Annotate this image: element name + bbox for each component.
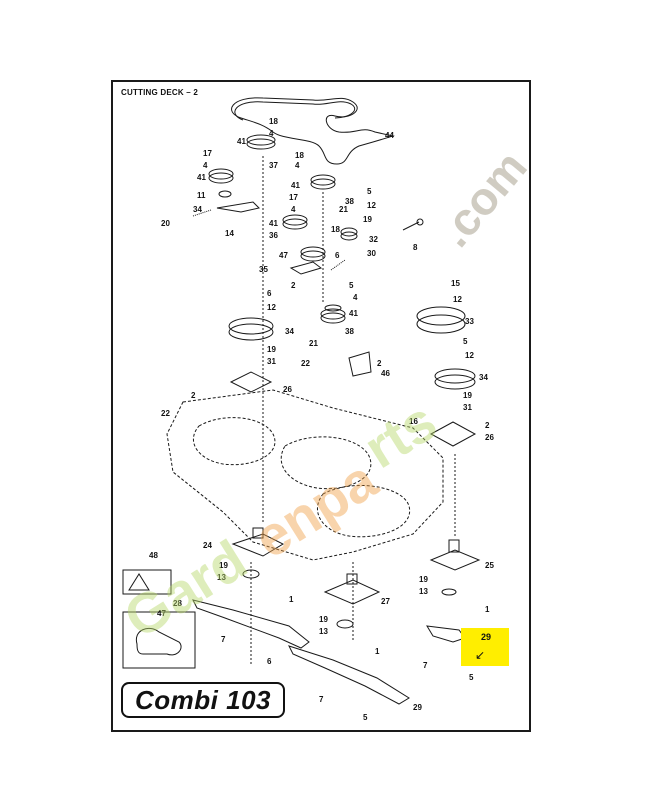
label-10b: 12 <box>453 295 462 304</box>
label-31b: 31 <box>463 403 472 412</box>
label-15: 16 <box>409 417 418 426</box>
label-7c: 7 <box>319 695 324 704</box>
label-39b: 38 <box>345 327 354 336</box>
label-27: 28 <box>173 599 182 608</box>
label-18: 18 <box>269 117 278 126</box>
label-2c: 2 <box>191 391 196 400</box>
label-10c: 12 <box>267 303 276 312</box>
label-13: 14 <box>225 229 234 238</box>
diagram-title: CUTTING DECK – 2 <box>121 88 198 97</box>
label-26b: 26 <box>485 433 494 442</box>
label-35: 34 <box>193 205 202 214</box>
parts-diagram-frame: CUTTING DECK – 2 <box>111 80 531 732</box>
label-16b: 17 <box>289 193 298 202</box>
label-40c: 41 <box>291 181 300 190</box>
label-43: 44 <box>385 131 394 140</box>
label-5b: 5 <box>349 281 354 290</box>
label-28: 29 <box>413 703 422 712</box>
label-24: 24 <box>203 541 212 550</box>
label-9: 8 <box>413 243 418 252</box>
label-25: 27 <box>381 597 390 606</box>
label-39: 38 <box>345 197 354 206</box>
label-4d: 4 <box>291 205 296 214</box>
label-6b: 6 <box>267 657 272 666</box>
label-33: 33 <box>465 317 474 326</box>
label-5: 5 <box>367 187 372 196</box>
label-19f: 19 <box>419 575 428 584</box>
label-14: 15 <box>451 279 460 288</box>
cutting-deck <box>166 389 444 561</box>
label-11: 11 <box>197 191 206 200</box>
label-19d: 19 <box>219 561 228 570</box>
label-7b: 7 <box>423 661 428 670</box>
label-18b: 18 <box>295 151 304 160</box>
label-22: 22 <box>301 359 310 368</box>
label-19: 19 <box>363 215 372 224</box>
label-12b: 13 <box>319 627 328 636</box>
blade-29 <box>426 625 466 643</box>
highlighted-part-number: 29 <box>481 632 492 642</box>
label-21b: 21 <box>309 339 318 348</box>
blade-28 <box>288 645 410 705</box>
label-21: 21 <box>339 205 348 214</box>
label-16: 17 <box>203 149 212 158</box>
highlighted-part-29[interactable]: 29 ↙ <box>461 628 509 666</box>
label-4c: 4 <box>295 161 300 170</box>
label-30: 30 <box>367 249 376 258</box>
blade-27 <box>192 599 310 649</box>
drive-belt <box>231 97 395 165</box>
label-4: 4 <box>269 129 274 138</box>
label-37: 36 <box>269 231 278 240</box>
label-26: 26 <box>283 385 292 394</box>
label-8: 6 <box>335 251 340 260</box>
label-12: 13 <box>217 573 226 582</box>
label-36: 35 <box>259 265 268 274</box>
label-7: 7 <box>221 635 226 644</box>
label-19e: 19 <box>319 615 328 624</box>
label-32: 32 <box>369 235 378 244</box>
label-40d: 41 <box>269 219 278 228</box>
label-34: 34 <box>285 327 294 336</box>
label-17: 18 <box>331 225 340 234</box>
label-38: 37 <box>269 161 278 170</box>
arrow-icon: ↙ <box>475 648 486 662</box>
label-34b: 34 <box>479 373 488 382</box>
exploded-view-diagram: 18 4 41 17 4 41 37 11 34 20 14 44 18 4 4… <box>122 97 494 722</box>
label-48: 47 <box>279 251 288 260</box>
label-19c: 19 <box>463 391 472 400</box>
label-1b: 1 <box>375 647 380 656</box>
label-4b: 4 <box>203 161 208 170</box>
label-31: 31 <box>267 357 276 366</box>
label-2: 2 <box>291 281 296 290</box>
model-badge-text: Combi 103 <box>135 684 271 715</box>
label-12c: 13 <box>419 587 428 596</box>
label-40b: 41 <box>197 173 206 182</box>
label-6: 6 <box>267 289 272 298</box>
label-5c: 5 <box>463 337 468 346</box>
label-47: 48 <box>149 551 158 560</box>
label-5e: 5 <box>363 713 368 722</box>
label-10d: 12 <box>465 351 474 360</box>
label-1c: 1 <box>485 605 490 614</box>
label-45: 47 <box>157 609 166 618</box>
label-5d: 5 <box>469 673 474 682</box>
label-40: 41 <box>237 137 246 146</box>
label-20: 20 <box>161 219 170 228</box>
label-22b: 22 <box>161 409 170 418</box>
label-23: 25 <box>485 561 494 570</box>
label-1: 1 <box>289 595 294 604</box>
label-4e: 4 <box>353 293 358 302</box>
model-badge: Combi 103 <box>121 682 285 718</box>
label-44: 46 <box>381 369 390 378</box>
label-2d: 2 <box>485 421 490 430</box>
label-10: 12 <box>367 201 376 210</box>
label-40e: 41 <box>349 309 358 318</box>
label-2b: 2 <box>377 359 382 368</box>
label-19b: 19 <box>267 345 276 354</box>
